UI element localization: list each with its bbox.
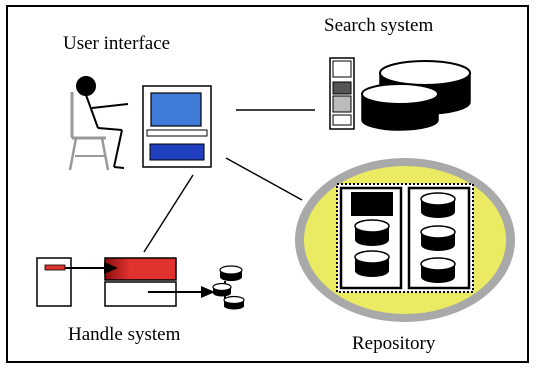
disk-stack-icon (361, 60, 471, 131)
connectors (143, 109, 315, 253)
connector-ui-handle (143, 174, 194, 253)
connector-ui-repository (225, 157, 303, 201)
label-handle-system: Handle system (68, 324, 181, 345)
label-user-interface: User interface (63, 33, 171, 54)
pointer-record-icon (65, 257, 215, 307)
server-tower-icon (329, 57, 355, 130)
server-tower-icon (36, 257, 72, 307)
computer-terminal-icon (142, 85, 212, 168)
person-seated-icon (68, 76, 129, 171)
disk-stack-icon (354, 219, 390, 277)
repository-node (295, 158, 515, 322)
disk-stack-icon (212, 265, 245, 310)
storage-cabinet-icon (336, 183, 474, 293)
label-search-system: Search system (324, 15, 434, 36)
label-repository: Repository (352, 333, 436, 354)
disk-stack-icon (420, 192, 456, 283)
